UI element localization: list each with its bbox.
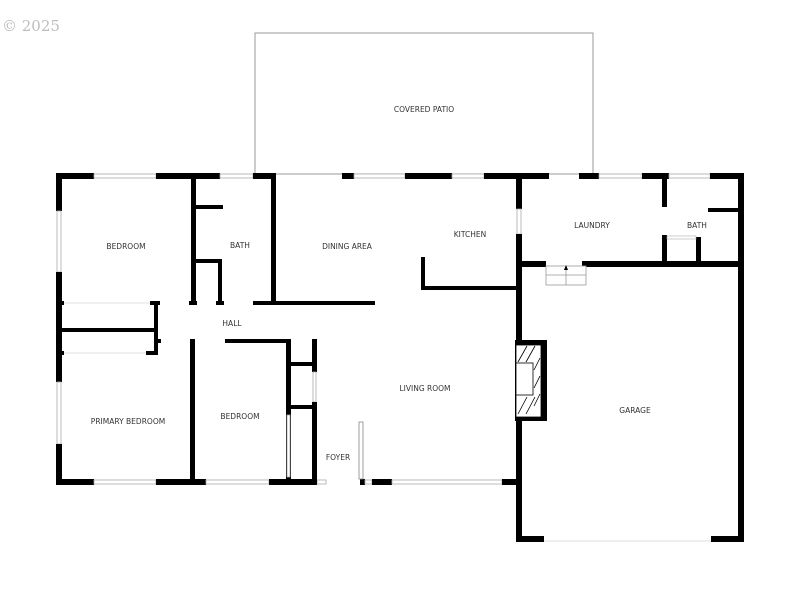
room-label-primary-bedroom: PRIMARY BEDROOM bbox=[91, 417, 165, 426]
covered-patio-outline bbox=[254, 32, 594, 175]
copyright-watermark: © 2025 bbox=[2, 17, 60, 35]
room-label-kitchen: KITCHEN bbox=[454, 230, 487, 239]
room-label-living-room: LIVING ROOM bbox=[399, 384, 450, 393]
room-label-laundry: LAUNDRY bbox=[574, 221, 610, 230]
room-label-foyer: FOYER bbox=[326, 453, 350, 462]
room-label-bath-2: BATH bbox=[687, 221, 707, 230]
room-label-garage: GARAGE bbox=[619, 406, 651, 415]
room-label-bedroom-2: BEDROOM bbox=[220, 412, 259, 421]
room-label-bath-1: BATH bbox=[230, 241, 250, 250]
room-label-covered-patio: COVERED PATIO bbox=[394, 105, 454, 114]
room-label-hall: HALL bbox=[222, 319, 242, 328]
fireplace-hatch bbox=[517, 345, 541, 415]
room-label-bedroom-1: BEDROOM bbox=[106, 242, 145, 251]
room-label-dining-area: DINING AREA bbox=[322, 242, 373, 251]
